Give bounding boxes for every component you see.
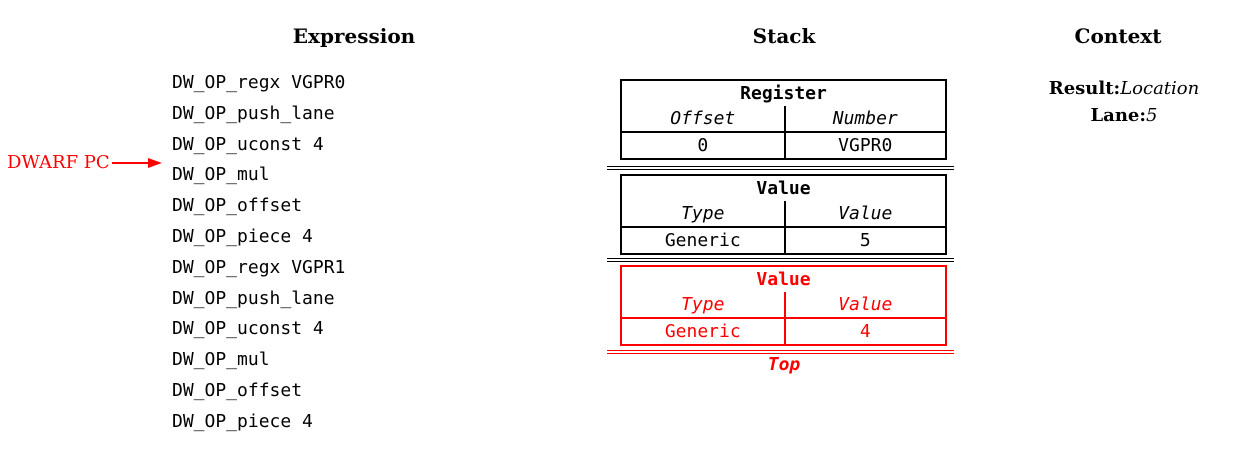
stack-slot-register: Register Offset Number 0 VGPR0 bbox=[620, 79, 947, 160]
dwarf-pc-arrow-line bbox=[111, 162, 148, 164]
stack-slot-grid: Type Value Generic 4 bbox=[622, 292, 945, 344]
stack-slot-header: Value bbox=[756, 269, 811, 290]
stack-slot-header: Value bbox=[756, 178, 811, 199]
expression-op: DW_OP_mul bbox=[172, 164, 270, 186]
stack-top-separator bbox=[607, 350, 954, 354]
stack-column-title: Stack bbox=[752, 24, 816, 48]
stack-slot-cell: 0 bbox=[622, 131, 784, 158]
stack-slot-cell: VGPR0 bbox=[783, 131, 945, 158]
stack-slot-column-header: Type bbox=[681, 203, 725, 224]
context-result-label: Result: bbox=[1048, 78, 1121, 99]
stack-slot-column-header: Value bbox=[783, 201, 946, 226]
stack-slot-column-header: Value bbox=[783, 292, 946, 317]
context-result-value: Location bbox=[1120, 78, 1200, 99]
stack-slot-cell: Generic bbox=[622, 317, 784, 344]
expression-op-list: DW_OP_regx VGPR0 DW_OP_push_lane DW_OP_u… bbox=[172, 68, 345, 438]
expression-op: DW_OP_regx VGPR0 bbox=[172, 72, 346, 93]
context-column-title: Context bbox=[1074, 24, 1162, 48]
context-lane-line: Lane:5 bbox=[1004, 102, 1241, 129]
expression-op: DW_OP_push_lane bbox=[172, 287, 335, 309]
expression-op: DW_OP_uconst 4 bbox=[172, 318, 324, 340]
expression-op: DW_OP_offset bbox=[172, 379, 303, 401]
stack-top-label: Top bbox=[767, 354, 801, 375]
context-result-line: Result:Location bbox=[1004, 75, 1241, 102]
expression-op: DW_OP_piece 4 bbox=[172, 410, 313, 432]
stack-slot-cell: Generic bbox=[622, 226, 784, 253]
expression-column-title: Expression bbox=[292, 24, 416, 48]
stack-slot-grid: Offset Number 0 VGPR0 bbox=[622, 106, 945, 158]
stack-slot-separator bbox=[607, 166, 954, 170]
dwarf-pc-pointer: DWARF PC bbox=[7, 152, 162, 174]
dwarf-pc-arrow-icon bbox=[147, 158, 162, 168]
stack-slot-column-header: Type bbox=[681, 294, 725, 315]
stack-slot-value-top: Value Type Value Generic 4 bbox=[620, 265, 947, 346]
expression-op: DW_OP_uconst 4 bbox=[172, 133, 324, 155]
expression-op: DW_OP_regx VGPR1 bbox=[172, 256, 346, 278]
stack-slot-grid: Type Value Generic 5 bbox=[622, 201, 945, 253]
context-lane-label: Lane: bbox=[1090, 105, 1147, 126]
stack-slot-cell: 4 bbox=[783, 317, 945, 344]
stack-slot-cell: 5 bbox=[783, 226, 945, 253]
expression-op: DW_OP_piece 4 bbox=[172, 225, 313, 247]
stack-slot-column-header: Offset bbox=[670, 108, 736, 129]
expression-op: DW_OP_offset bbox=[172, 195, 303, 217]
context-lane-value: 5 bbox=[1146, 105, 1158, 126]
stack-slot-column-header: Number bbox=[783, 106, 946, 131]
context-block: Result:Location Lane:5 bbox=[1004, 75, 1241, 129]
stack-slot-value: Value Type Value Generic 5 bbox=[620, 174, 947, 255]
expression-op: DW_OP_push_lane bbox=[172, 102, 335, 124]
dwarf-pc-label: DWARF PC bbox=[7, 152, 110, 173]
expression-op: DW_OP_mul bbox=[172, 349, 270, 371]
stack-slot-header: Register bbox=[740, 83, 827, 104]
stack-slot-separator bbox=[607, 258, 954, 262]
